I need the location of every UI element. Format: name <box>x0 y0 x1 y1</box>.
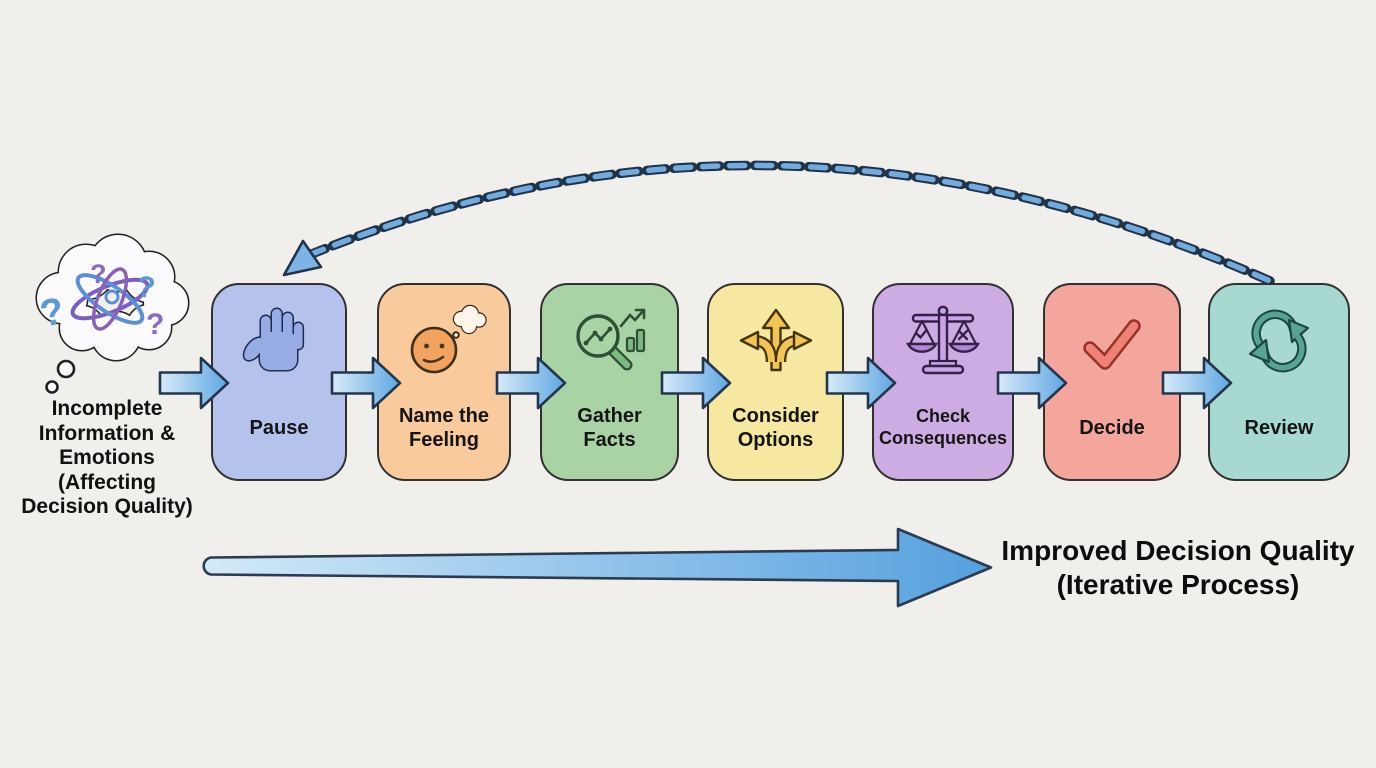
improved-decision-quality-label: Improved Decision Quality (Iterative Pro… <box>1001 535 1355 600</box>
step-label: Pause <box>249 417 309 439</box>
loop-arrowhead-icon <box>282 239 323 277</box>
magnifier-chart-icon <box>542 293 677 391</box>
raised-hand-icon <box>213 293 345 391</box>
improvement-arrow <box>202 527 993 608</box>
step-box-gather-facts: Gather Facts <box>540 283 679 481</box>
step-box-pause: Pause <box>211 283 347 481</box>
incomplete-information-label: Incomplete Information & Emotions (Affec… <box>21 397 193 518</box>
step-label: Name the Feeling <box>398 405 490 451</box>
atom-scribble-icon <box>70 267 150 331</box>
step-box-decide: Decide <box>1043 283 1181 481</box>
step-label: Consider Options <box>732 405 819 451</box>
step-label: Decide <box>1079 417 1145 439</box>
svg-text:?: ? <box>146 308 164 341</box>
step-box-name-the-feeling: Name the Feeling <box>377 283 511 481</box>
step-label: Review <box>1244 417 1314 439</box>
question-marks: ? ? ? ? <box>37 259 165 341</box>
step-box-consider-options: Consider Options <box>707 283 844 481</box>
feedback-loop-arrow <box>282 160 1275 286</box>
step-box-check-consequences: Check Consequences <box>872 283 1014 481</box>
cycle-arrows-icon <box>1210 293 1348 391</box>
svg-text:?: ? <box>90 259 107 289</box>
step-label: Gather Facts <box>577 405 642 451</box>
step-label: Check Consequences <box>878 406 1008 448</box>
step-box-review: Review <box>1208 283 1350 481</box>
face-thought-bubble-icon <box>379 293 509 391</box>
branching-arrows-icon <box>709 293 842 391</box>
balance-scale-icon <box>874 293 1012 391</box>
thought-cloud-question-marks-icon: ? ? ? ? <box>35 233 190 394</box>
svg-text:?: ? <box>134 270 157 305</box>
checkmark-icon <box>1045 293 1179 391</box>
svg-text:?: ? <box>37 290 68 336</box>
